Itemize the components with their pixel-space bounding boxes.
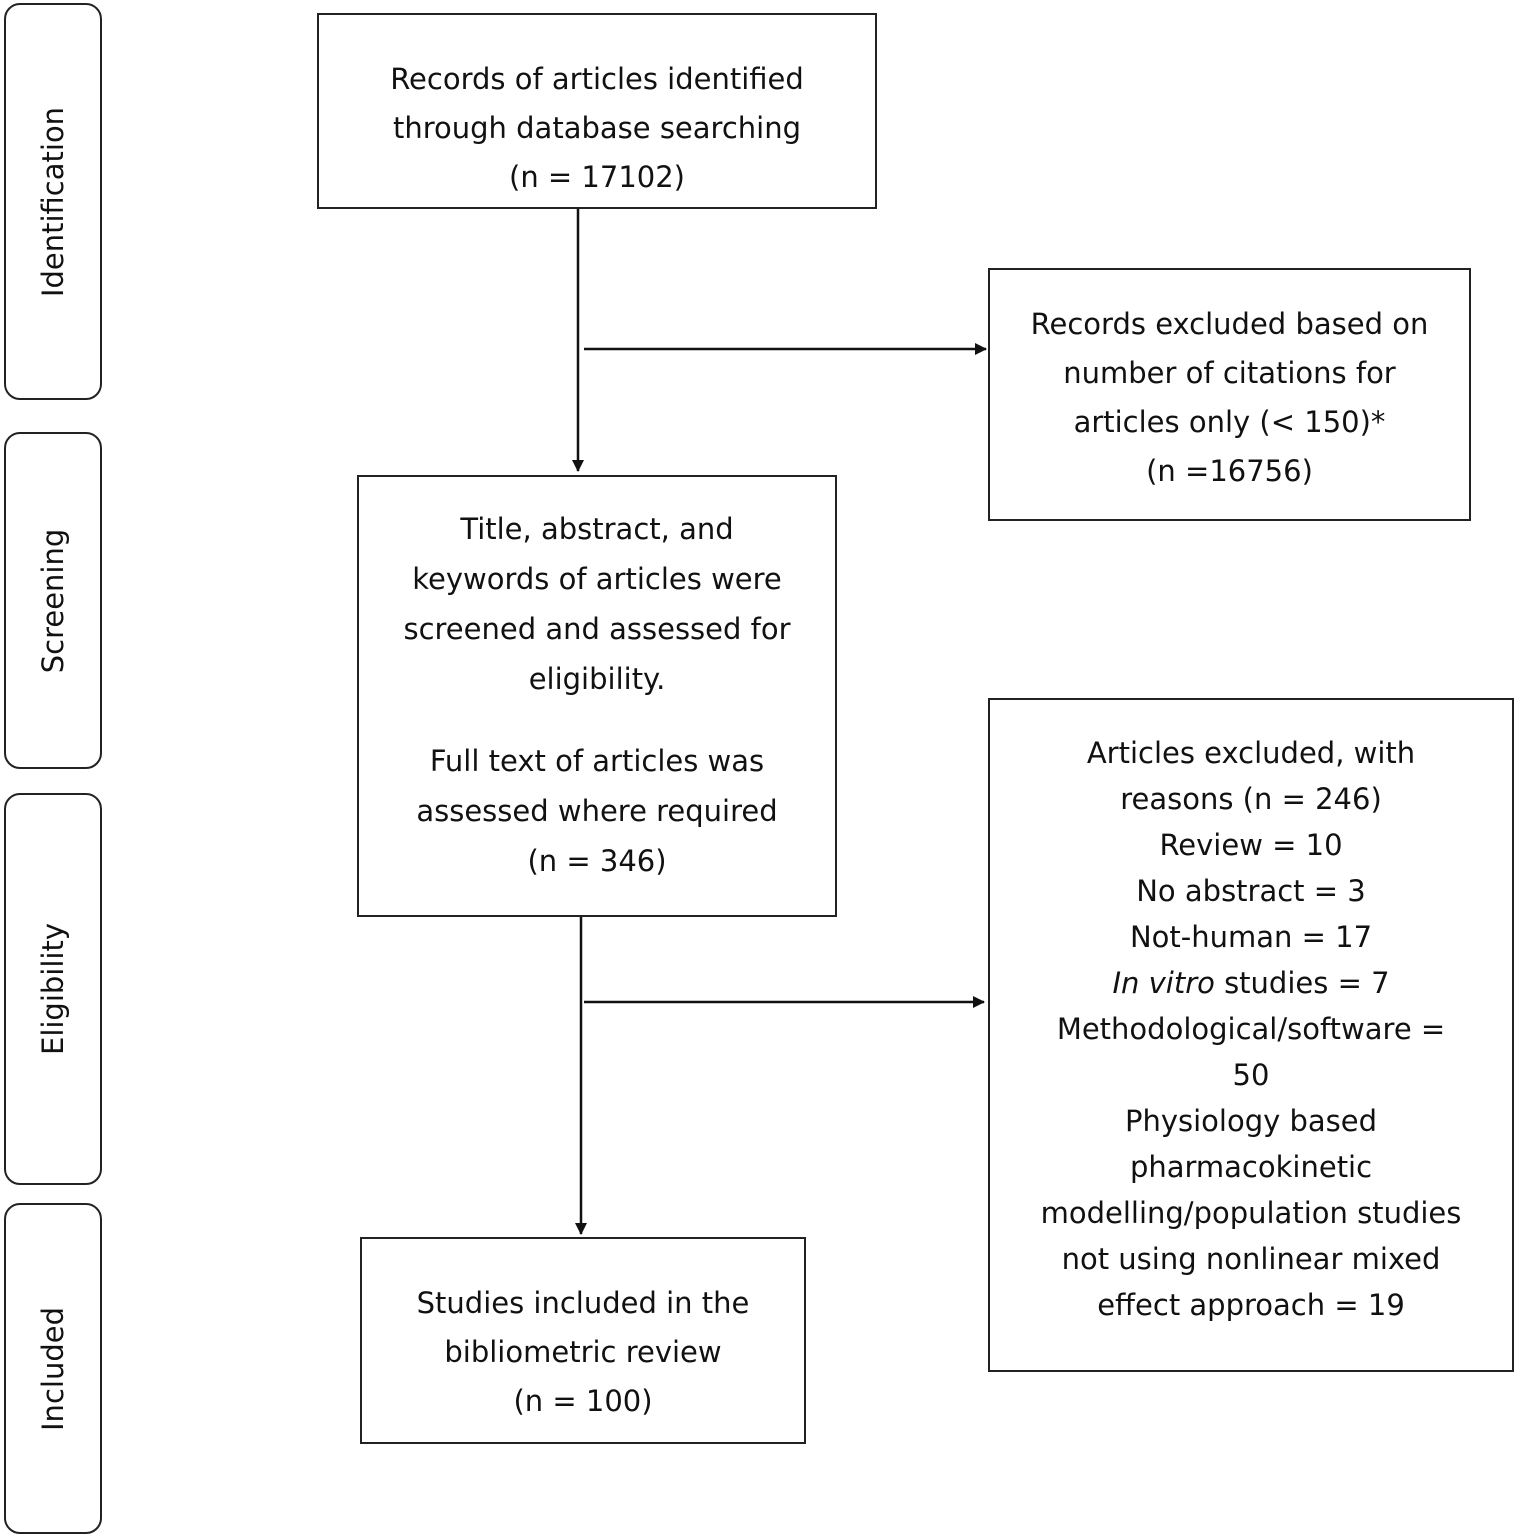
excluded-reasons-line-1: Articles excluded, with	[1086, 736, 1416, 770]
included-line-2: bibliometric review	[444, 1335, 722, 1369]
excluded-reasons-line-9: Physiology based	[1124, 1104, 1378, 1138]
box-articles-excluded-reasons: Articles excluded, with reasons (n = 246…	[988, 698, 1514, 1372]
excluded-citations-line-4: (n =16756)	[1146, 454, 1313, 488]
box-screened-assessed: Title, abstract, and keywords of article…	[357, 475, 837, 917]
excluded-reasons-line-5: Not-human = 17	[1129, 920, 1373, 954]
excluded-reasons-line-2: reasons (n = 246)	[1120, 782, 1382, 816]
excluded-reasons-line-3: Review = 10	[1159, 828, 1343, 862]
identified-line-1: Records of articles identified	[390, 62, 804, 96]
excluded-citations-line-3: articles only (< 150)*	[1073, 405, 1386, 439]
screened-line-6: assessed where required	[416, 794, 778, 828]
in-vitro-italic: In vitro	[1112, 966, 1215, 1000]
box-studies-included: Studies included in the bibliometric rev…	[360, 1237, 806, 1444]
excluded-reasons-line-13: effect approach = 19	[1097, 1288, 1405, 1322]
excluded-reasons-line-11: modelling/population studies	[1040, 1196, 1462, 1230]
excluded-reasons-line-6: In vitro studies = 7	[990, 960, 1512, 1006]
excluded-citations-line-1: Records excluded based on	[1030, 307, 1429, 341]
excluded-reasons-line-12: not using nonlinear mixed	[1061, 1242, 1441, 1276]
screened-line-3: screened and assessed for	[403, 612, 791, 646]
identified-line-2: through database searching	[392, 111, 801, 145]
excluded-reasons-line-10: pharmacokinetic	[1129, 1150, 1373, 1184]
excluded-citations-line-2: number of citations for	[1063, 356, 1396, 390]
screened-line-1: Title, abstract, and	[460, 512, 734, 546]
excluded-reasons-line-8: 50	[1232, 1058, 1270, 1092]
identified-line-3: (n = 17102)	[509, 160, 685, 194]
excluded-reasons-line-4: No abstract = 3	[1136, 874, 1366, 908]
excluded-reasons-line-7: Methodological/software =	[1056, 1012, 1446, 1046]
screened-line-7: (n = 346)	[527, 844, 667, 878]
included-line-3: (n = 100)	[513, 1384, 653, 1418]
in-vitro-rest: studies = 7	[1214, 966, 1390, 1000]
stage-screening: Screening	[4, 432, 102, 769]
screened-line-5: Full text of articles was	[429, 744, 765, 778]
box-records-excluded-citations: Records excluded based on number of cita…	[988, 268, 1471, 521]
stage-included: Included	[4, 1203, 102, 1534]
screened-line-4: eligibility.	[528, 662, 666, 696]
screened-line-2: keywords of articles were	[412, 562, 782, 596]
box-records-identified: Records of articles identified through d…	[317, 13, 877, 209]
stage-identification: Identification	[4, 3, 102, 400]
included-line-1: Studies included in the	[416, 1286, 750, 1320]
stage-eligibility: Eligibility	[4, 793, 102, 1185]
